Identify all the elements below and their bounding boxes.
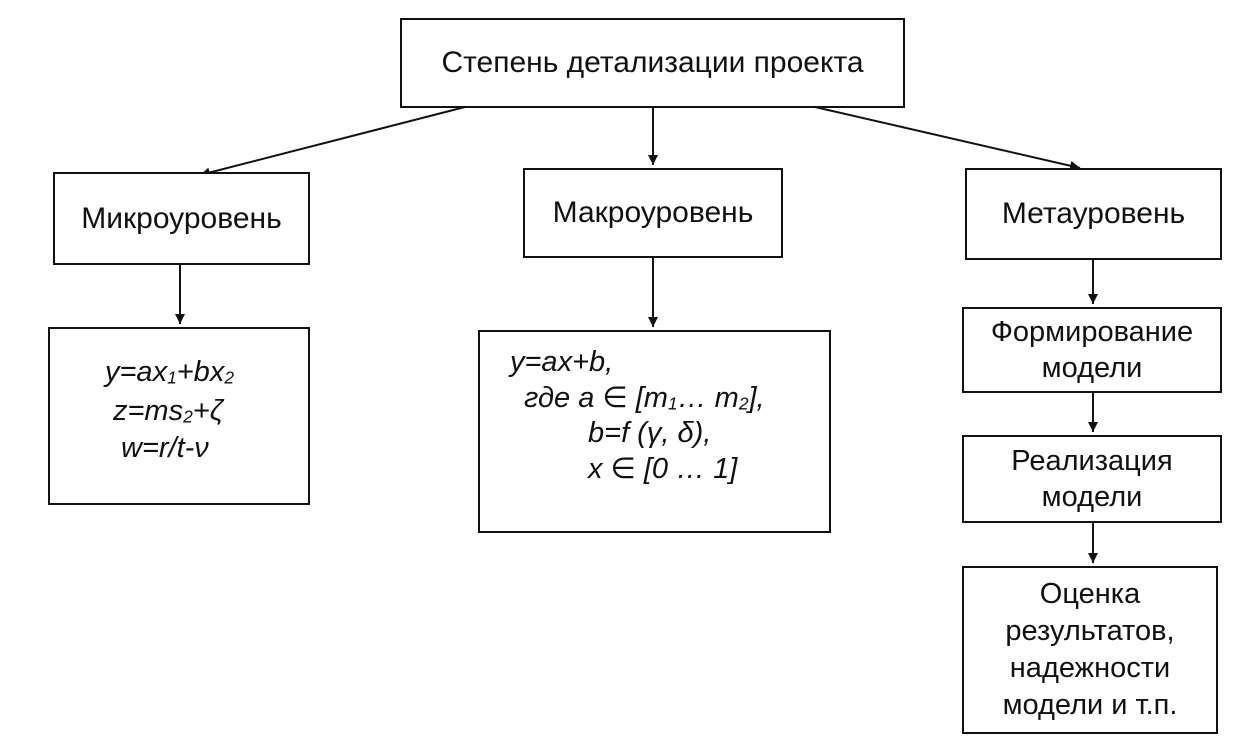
meta-step-implementation: Реализация модели bbox=[962, 435, 1222, 523]
micro-formula-3: w=r/t-ν bbox=[121, 432, 209, 465]
macro-formula-3: b=f (γ, δ), bbox=[588, 417, 712, 450]
macro-formula-2: где a ∈ [m1… m2], bbox=[524, 381, 765, 414]
micro-formula-1: y=ax1+bx2 bbox=[105, 356, 234, 388]
micro-level-box: Микроуровень bbox=[53, 172, 310, 265]
macro-formula-4: x ∈ [0 … 1] bbox=[588, 453, 738, 486]
micro-formula-2: z=ms2+ζ bbox=[113, 394, 224, 427]
meta-level-label: Метауровень bbox=[1001, 197, 1186, 230]
meta-step-evaluation: Оценка результатов, надежности модели и … bbox=[962, 566, 1218, 734]
micro-level-label: Микроуровень bbox=[81, 201, 282, 235]
meta-level-box: Метауровень bbox=[965, 168, 1222, 260]
micro-formulas-box: y=ax1+bx2 z=ms2+ζ w=r/t-ν bbox=[48, 327, 310, 505]
meta-step-formation: Формирование модели bbox=[962, 307, 1222, 393]
macro-level-label: Макроуровень bbox=[552, 196, 754, 229]
root-box: Степень детализации проекта bbox=[400, 18, 905, 108]
root-label: Степень детализации проекта bbox=[441, 46, 864, 79]
arrow-root-to-meta bbox=[814, 106, 1081, 171]
macro-level-box: Макроуровень bbox=[523, 168, 783, 258]
macro-formulas-box: y=ax+b, где a ∈ [m1… m2], b=f (γ, δ), x … bbox=[478, 330, 831, 533]
arrow-root-to-micro bbox=[199, 106, 466, 178]
macro-formula-1: y=ax+b, bbox=[510, 346, 614, 378]
